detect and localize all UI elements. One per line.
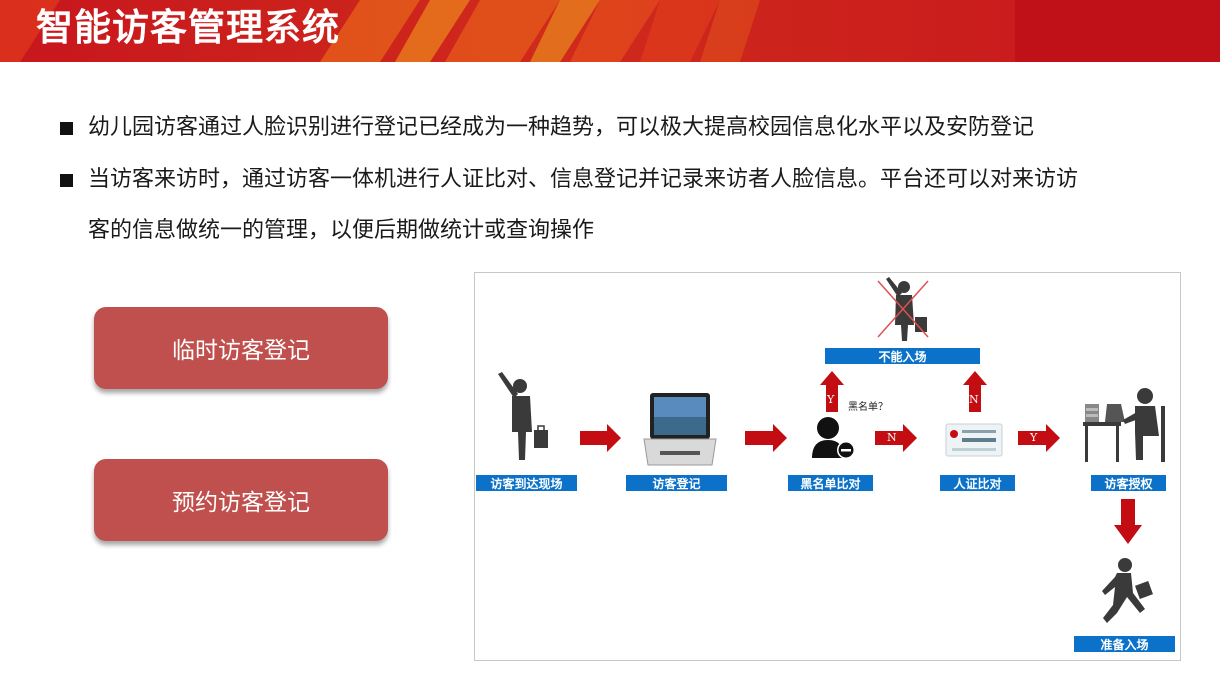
mark-n-id: N	[969, 393, 979, 406]
blacklist-question: 黑名单？	[848, 402, 888, 413]
label-authorize: 访客授权	[1091, 475, 1166, 491]
arrow-right-4	[1018, 424, 1060, 452]
diagram-graphics	[498, 277, 1165, 623]
arrow-right-3	[875, 424, 917, 452]
arrow-down	[1114, 499, 1142, 544]
bullet-square	[60, 122, 73, 135]
walking-visitor-icon	[1102, 558, 1153, 623]
process-diagram: Y N N Y 黑名单？ 访客到达现场 访客登记 黑名单比对 人证比对 访客授权…	[474, 272, 1181, 661]
mark-y-id: Y	[1030, 431, 1038, 444]
temp-visitor-button[interactable]: 临时访客登记	[94, 307, 388, 389]
label-ready: 准备入场	[1074, 636, 1175, 652]
blacklist-person-icon	[812, 417, 855, 459]
label-blacklist: 黑名单比对	[788, 475, 873, 491]
arrow-up-2	[963, 371, 987, 412]
arrow-up-1	[820, 371, 844, 412]
arrow-right-1	[580, 424, 621, 452]
visitor-arrive-icon	[498, 372, 548, 460]
denied-visitor-icon	[877, 277, 929, 341]
bullet-square	[60, 174, 73, 187]
label-deny: 不能入场	[825, 348, 980, 364]
label-register: 访客登记	[626, 475, 727, 491]
authorize-staff-icon	[1083, 388, 1165, 462]
label-arrive: 访客到达现场	[476, 475, 577, 491]
bullet-text-continued: 客的信息做统一的管理，以便后期做统计或查询操作	[88, 218, 595, 243]
reserve-visitor-button[interactable]: 预约访客登记	[94, 459, 388, 541]
page-title: 智能访客管理系统	[36, 6, 340, 49]
header-right-bar	[1015, 0, 1220, 62]
arrow-right-2	[745, 424, 787, 452]
mark-n-blacklist: N	[887, 431, 897, 444]
arrow-group	[580, 371, 1142, 544]
id-card-icon	[945, 423, 1003, 457]
label-idcheck: 人证比对	[940, 475, 1015, 491]
kiosk-terminal-icon	[643, 393, 717, 466]
bullet-text: 幼儿园访客通过人脸识别进行登记已经成为一种趋势，可以极大提高校园信息化水平以及安…	[88, 115, 1035, 140]
bullet-text: 当访客来访时，通过访客一体机进行人证比对、信息登记并记录来访者人脸信息。平台还可…	[88, 167, 1079, 192]
mark-y-blacklist: Y	[827, 393, 835, 406]
header-banner: 智能访客管理系统	[0, 0, 1220, 62]
header-decoration	[0, 0, 760, 62]
